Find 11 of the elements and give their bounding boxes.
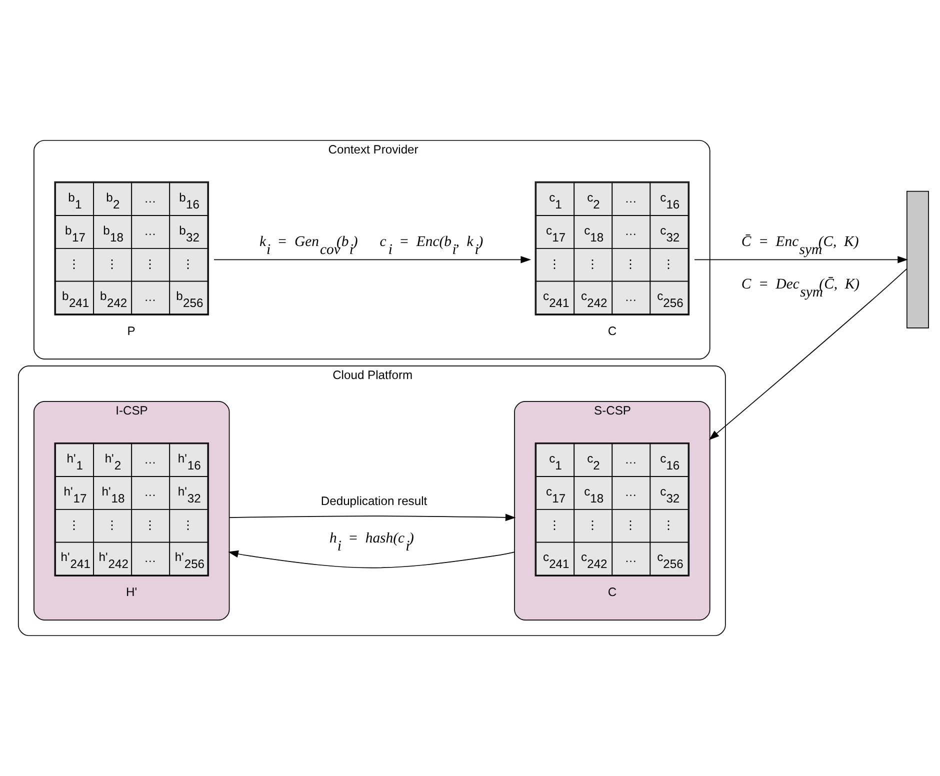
edge-label: Deduplication result	[320, 494, 428, 508]
arrow	[708, 268, 908, 440]
arrow	[228, 514, 516, 522]
arrow	[214, 256, 532, 264]
arrow	[694, 256, 908, 264]
node-double-arrow	[906, 190, 929, 328]
node-label: H'	[126, 585, 138, 600]
node-label: C	[608, 324, 617, 338]
node-label: P	[127, 324, 136, 338]
node-label: C	[608, 585, 617, 600]
arrow	[228, 550, 515, 568]
